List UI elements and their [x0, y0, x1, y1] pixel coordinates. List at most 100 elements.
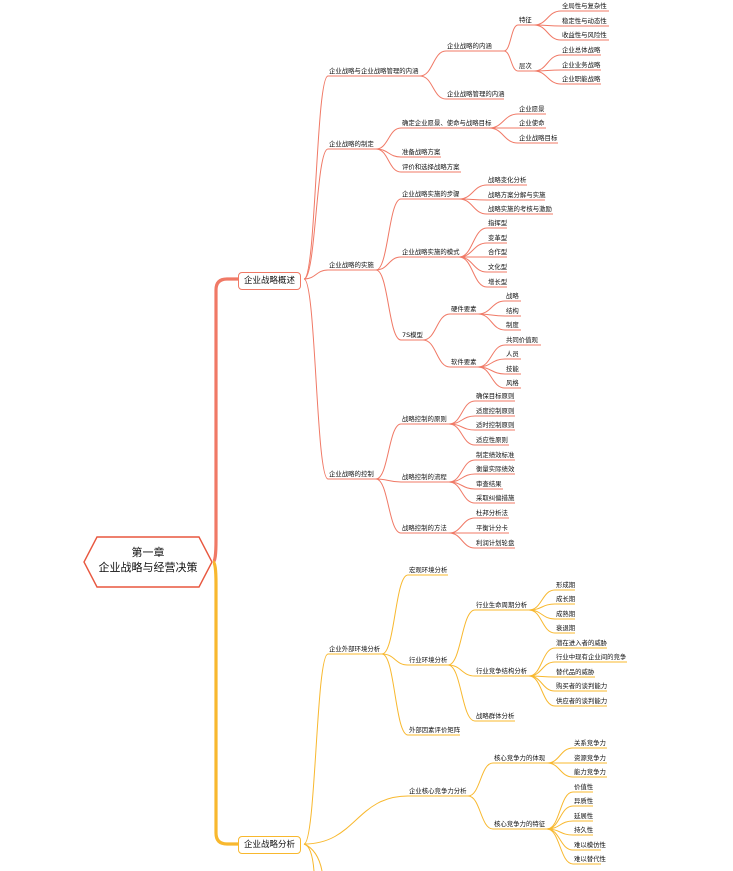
link-n2a — [375, 127, 402, 150]
node-n4a1[interactable]: 确保目标原则 — [476, 392, 515, 400]
node-n4a[interactable]: 战略控制的原则 — [402, 415, 447, 423]
node-n2a1[interactable]: 企业愿景 — [519, 105, 545, 113]
node-n4a4[interactable]: 适应性原则 — [476, 436, 508, 444]
node-m1c[interactable]: 外部因素评价矩阵 — [409, 726, 461, 734]
node-m1b-l1[interactable]: 形成期 — [556, 581, 576, 589]
root-node[interactable]: 第一章 企业战略与经营决策 — [83, 545, 213, 575]
node-n1a-l1[interactable]: 企业总体战略 — [562, 46, 601, 54]
node-m2[interactable]: 企业核心竞争力分析 — [409, 787, 467, 795]
node-m2b3[interactable]: 延展性 — [574, 812, 594, 820]
node-n3a3[interactable]: 战略实施的考核与激励 — [488, 205, 552, 213]
node-n3c-s1[interactable]: 共同价值观 — [506, 336, 538, 344]
link-n3b4 — [458, 256, 488, 273]
node-m2b6[interactable]: 难以替代性 — [574, 855, 606, 863]
node-n4a2[interactable]: 适度控制原则 — [476, 407, 515, 415]
node-n3[interactable]: 企业战略的实施 — [329, 261, 374, 269]
node-n1a[interactable]: 企业战略的内涵 — [447, 42, 492, 50]
node-n3b[interactable]: 企业战略实施的模式 — [402, 248, 460, 256]
link-n1a-l1 — [533, 54, 562, 72]
node-n4a3[interactable]: 适时控制原则 — [476, 421, 515, 429]
node-m2b5[interactable]: 难以模仿性 — [574, 841, 606, 849]
link-n2a1 — [488, 113, 519, 129]
node-n1a-feat[interactable]: 特征 — [519, 16, 532, 24]
node-m1b-l4[interactable]: 衰退期 — [556, 624, 576, 632]
node-n2a2[interactable]: 企业使命 — [519, 119, 545, 127]
node-m2a3[interactable]: 能力竞争力 — [574, 768, 606, 776]
node-n2[interactable]: 企业战略的制定 — [329, 140, 374, 148]
node-n1a-f1[interactable]: 全局性与复杂性 — [562, 2, 607, 10]
node-n1b[interactable]: 企业战略管理的内涵 — [447, 90, 505, 98]
node-n4c[interactable]: 战略控制的方法 — [402, 524, 447, 532]
link-n4c3 — [448, 532, 476, 549]
node-n4b[interactable]: 战略控制的流程 — [402, 473, 447, 481]
branch-analysis[interactable]: 企业战略分析 — [238, 836, 302, 854]
node-n3c-sw[interactable]: 软件要素 — [451, 358, 477, 366]
node-m1b-c4[interactable]: 购买者的谈判能力 — [556, 682, 608, 690]
node-n2a[interactable]: 确定企业愿景、使命与战略目标 — [402, 119, 492, 127]
node-n3c-hw[interactable]: 硬件要素 — [451, 305, 477, 313]
node-m2a[interactable]: 核心竞争力的体现 — [494, 754, 546, 762]
node-n3b5[interactable]: 增长型 — [488, 278, 508, 286]
node-n3b3[interactable]: 合作型 — [488, 248, 508, 256]
node-m2b[interactable]: 核心竞争力的特征 — [494, 820, 546, 828]
node-m1a[interactable]: 宏观环境分析 — [409, 566, 448, 574]
node-n4[interactable]: 企业战略的控制 — [329, 470, 374, 478]
node-n2b[interactable]: 准备战略方案 — [402, 148, 441, 156]
node-n3b4[interactable]: 文化型 — [488, 263, 508, 271]
node-m1[interactable]: 企业外部环境分析 — [329, 645, 381, 653]
node-n1a-l3[interactable]: 企业职能战略 — [562, 75, 601, 83]
node-m2b2[interactable]: 异质性 — [574, 797, 594, 805]
node-n3a1[interactable]: 战略变化分析 — [488, 176, 527, 184]
link-m1b-l4 — [528, 609, 556, 634]
branch-overview[interactable]: 企业战略概述 — [238, 272, 302, 290]
node-n4c1[interactable]: 杜邦分析法 — [476, 509, 508, 517]
node-m1b-comp[interactable]: 行业竞争结构分析 — [476, 667, 528, 675]
node-n1a-f2[interactable]: 稳定性与动态性 — [562, 17, 607, 25]
node-n3c-s3[interactable]: 技能 — [506, 365, 519, 373]
link-n4a4 — [448, 423, 476, 446]
node-n3b2[interactable]: 变革型 — [488, 234, 508, 242]
node-n1[interactable]: 企业战略与企业战略管理的内涵 — [329, 67, 419, 75]
node-n1a-l2[interactable]: 企业业务战略 — [562, 61, 601, 69]
node-n4b2[interactable]: 衡量实际绩效 — [476, 465, 515, 473]
node-n3b1[interactable]: 指挥型 — [488, 219, 508, 227]
node-n4b3[interactable]: 审查结果 — [476, 480, 502, 488]
node-n3c[interactable]: 7S模型 — [402, 331, 423, 339]
node-m1b-grp[interactable]: 战略群体分析 — [476, 712, 515, 720]
node-m2a1[interactable]: 关系竞争力 — [574, 739, 606, 747]
node-n3a2[interactable]: 战略方案分解与实施 — [488, 191, 546, 199]
node-n4c3[interactable]: 利润计划轮盘 — [476, 539, 515, 547]
node-n4c2[interactable]: 平衡计分卡 — [476, 524, 508, 532]
node-m1b-c1[interactable]: 潜在进入者的威胁 — [556, 639, 608, 647]
link-m1b-life — [447, 609, 476, 666]
node-n3c-h2[interactable]: 结构 — [506, 307, 519, 315]
node-m1b-life[interactable]: 行业生命周期分析 — [476, 601, 528, 609]
node-n3c-h1[interactable]: 战略 — [506, 292, 519, 300]
node-m1b-c2[interactable]: 行业中现有企业间的竞争 — [556, 653, 627, 661]
node-n3c-s4[interactable]: 风格 — [506, 379, 519, 387]
link-n2 — [303, 148, 329, 280]
node-n2c[interactable]: 评价和选择战略方案 — [402, 163, 460, 171]
node-n1a-lvl[interactable]: 层次 — [519, 62, 532, 70]
node-m1b-l2[interactable]: 成长期 — [556, 595, 576, 603]
node-n3a[interactable]: 企业战略实施的步骤 — [402, 190, 460, 198]
node-m1b-c3[interactable]: 替代品的威胁 — [556, 668, 595, 676]
link-n3c — [375, 269, 402, 341]
node-n3c-h3[interactable]: 制度 — [506, 321, 519, 329]
root-node-frame — [83, 536, 213, 588]
node-n3c-s2[interactable]: 人员 — [506, 350, 519, 358]
node-m1b-c5[interactable]: 供应者的谈判能力 — [556, 697, 608, 705]
node-n4b1[interactable]: 制定绩效标准 — [476, 451, 515, 459]
link-m1b-c4 — [528, 675, 556, 692]
node-n1a-f3[interactable]: 收益性与风险性 — [562, 31, 607, 39]
node-m1b-l3[interactable]: 成熟期 — [556, 610, 576, 618]
node-n4b4[interactable]: 采取纠偏措施 — [476, 494, 515, 502]
node-m2a2[interactable]: 资源竞争力 — [574, 754, 606, 762]
node-m2b1[interactable]: 价值性 — [574, 783, 594, 791]
node-n2a3[interactable]: 企业战略目标 — [519, 134, 558, 142]
link-m2b6 — [546, 828, 574, 865]
link-n3b5 — [458, 256, 488, 288]
node-m1b[interactable]: 行业环境分析 — [409, 656, 448, 664]
node-m2b4[interactable]: 持久性 — [574, 826, 594, 834]
